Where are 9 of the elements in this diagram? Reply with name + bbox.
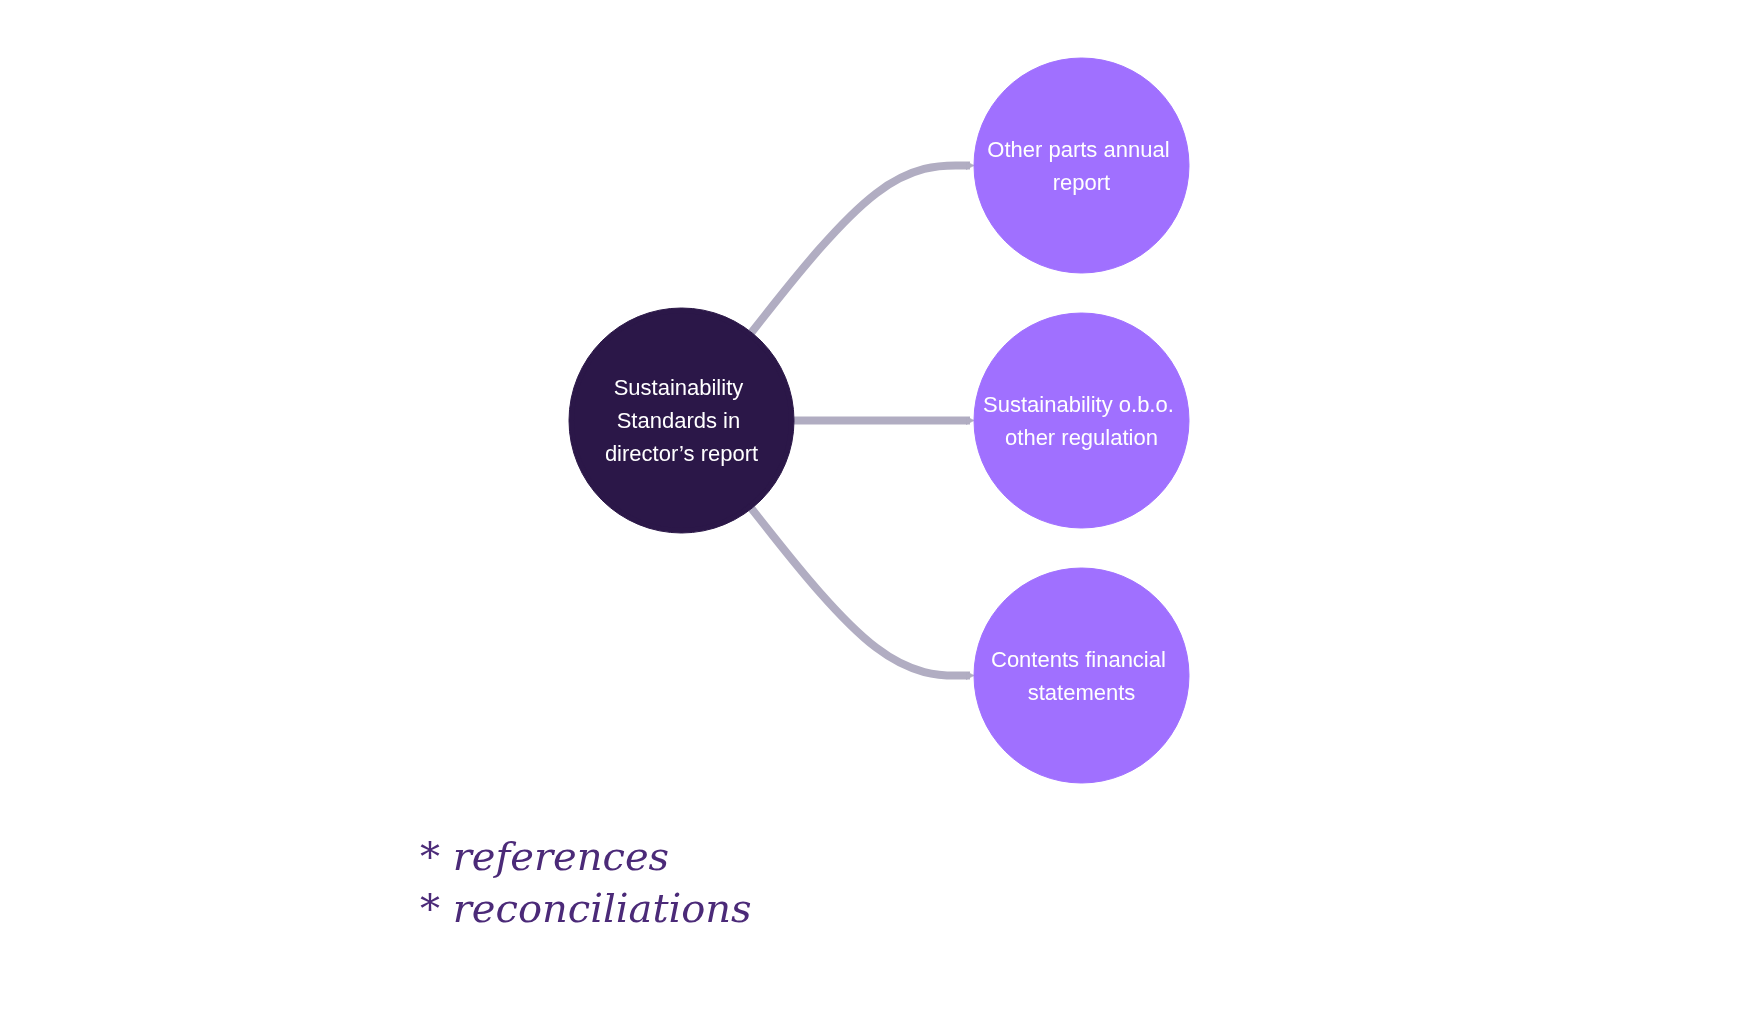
note-text: * references <box>420 832 671 881</box>
arrow <box>747 505 974 680</box>
arrow <box>793 415 974 425</box>
arrow <box>747 160 974 335</box>
note-text: * reconciliations <box>420 884 752 933</box>
node-circle: Sustainability o.b.o. other regulation <box>973 312 1189 528</box>
node-circle: Contents financial statements <box>973 567 1189 783</box>
node-circle: Sustainability Standards in director’s report <box>568 307 794 533</box>
node-circle: Other parts annual report <box>973 57 1189 273</box>
